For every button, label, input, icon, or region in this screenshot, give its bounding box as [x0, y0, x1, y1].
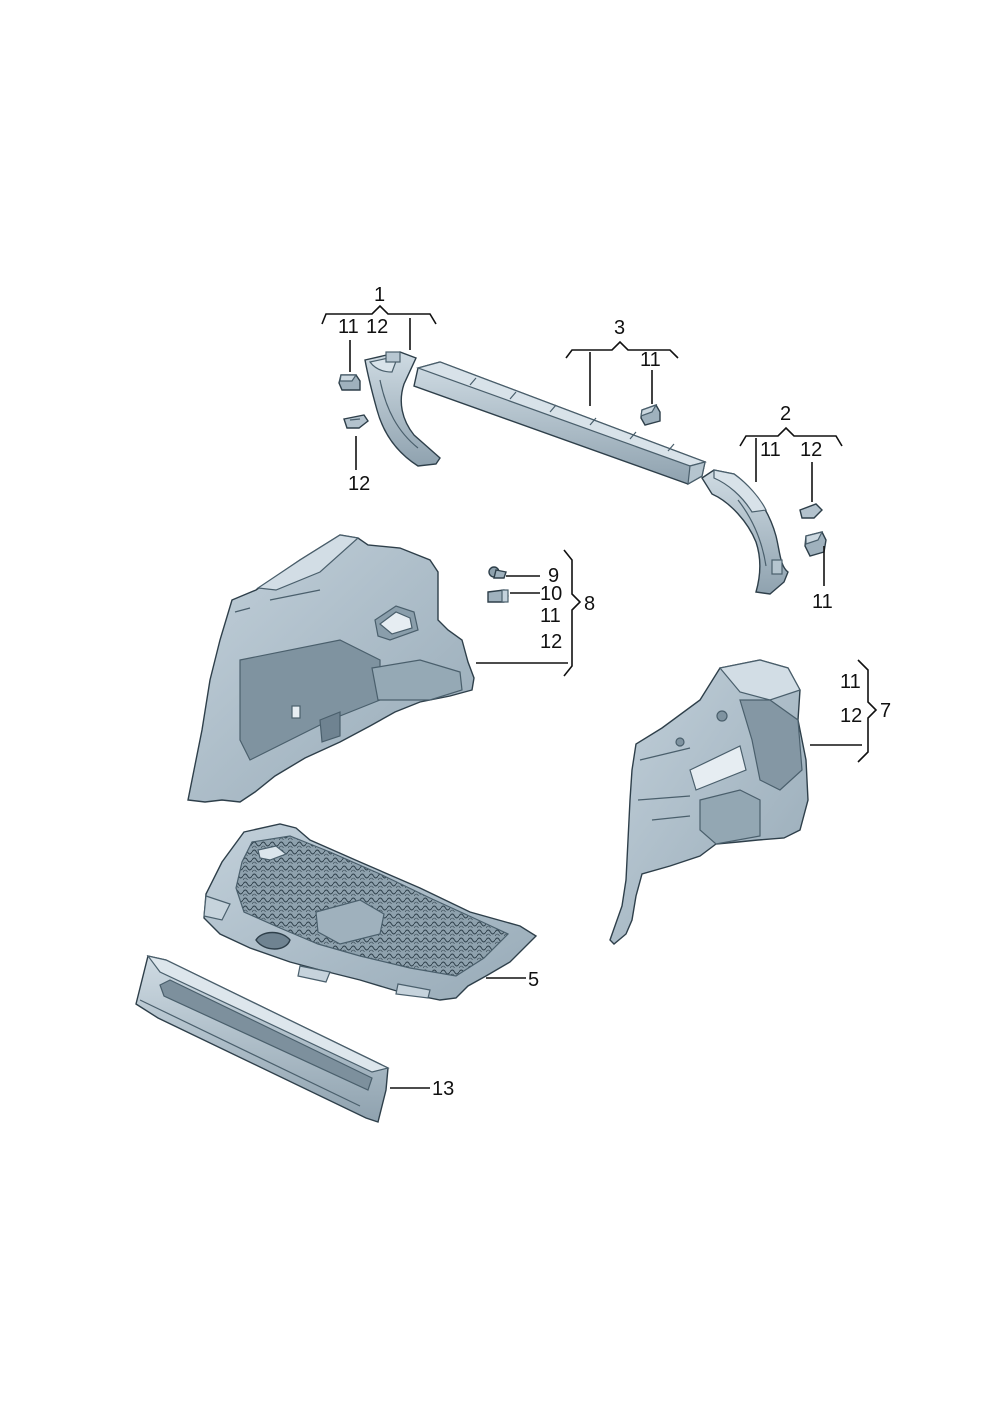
- label-part-9: 9: [548, 565, 559, 587]
- label-part-2-11: 11: [760, 439, 781, 461]
- clip-12-left: [343, 414, 369, 429]
- label-part-10: 10: [540, 583, 562, 605]
- callout-labels: 1 11 12 12 3 11 2 11 12 11 9 10 11 12 8 …: [338, 284, 891, 1100]
- label-part-7: 7: [880, 700, 891, 722]
- clip-11-rail: [640, 403, 661, 426]
- label-part-7-12: 12: [840, 705, 862, 727]
- label-part-3: 3: [614, 317, 625, 339]
- label-part-1-12: 12: [366, 316, 388, 338]
- label-part-3-11: 11: [640, 349, 661, 371]
- label-part-1-11: 11: [338, 316, 359, 338]
- label-part-13: 13: [432, 1078, 454, 1100]
- screw-9: [488, 566, 507, 579]
- label-part-8-11: 11: [540, 605, 561, 627]
- pillar-trim-right: [701, 469, 789, 595]
- label-part-2-12: 12: [800, 439, 822, 461]
- clip-11-left: [338, 374, 361, 391]
- clip-12-right: [799, 503, 823, 519]
- label-clip-11-right: 11: [812, 591, 833, 613]
- label-clip-12-left: 12: [348, 473, 370, 495]
- sill-trim: [135, 955, 390, 1123]
- callout-lines: [321, 304, 878, 1089]
- label-part-8: 8: [584, 593, 595, 615]
- label-part-2: 2: [780, 403, 791, 425]
- clip-11-right: [804, 531, 827, 557]
- pillar-trim-left: [364, 351, 441, 467]
- label-part-1: 1: [374, 284, 385, 306]
- side-panel-left: [187, 534, 475, 803]
- label-part-5: 5: [528, 969, 539, 991]
- cross-rail-trim: [413, 361, 707, 486]
- bolt-10: [487, 589, 509, 603]
- label-part-8-12: 12: [540, 631, 562, 653]
- side-panel-right: [609, 659, 809, 945]
- floor-mat-net: [203, 823, 538, 1001]
- label-part-7-11: 11: [840, 671, 861, 693]
